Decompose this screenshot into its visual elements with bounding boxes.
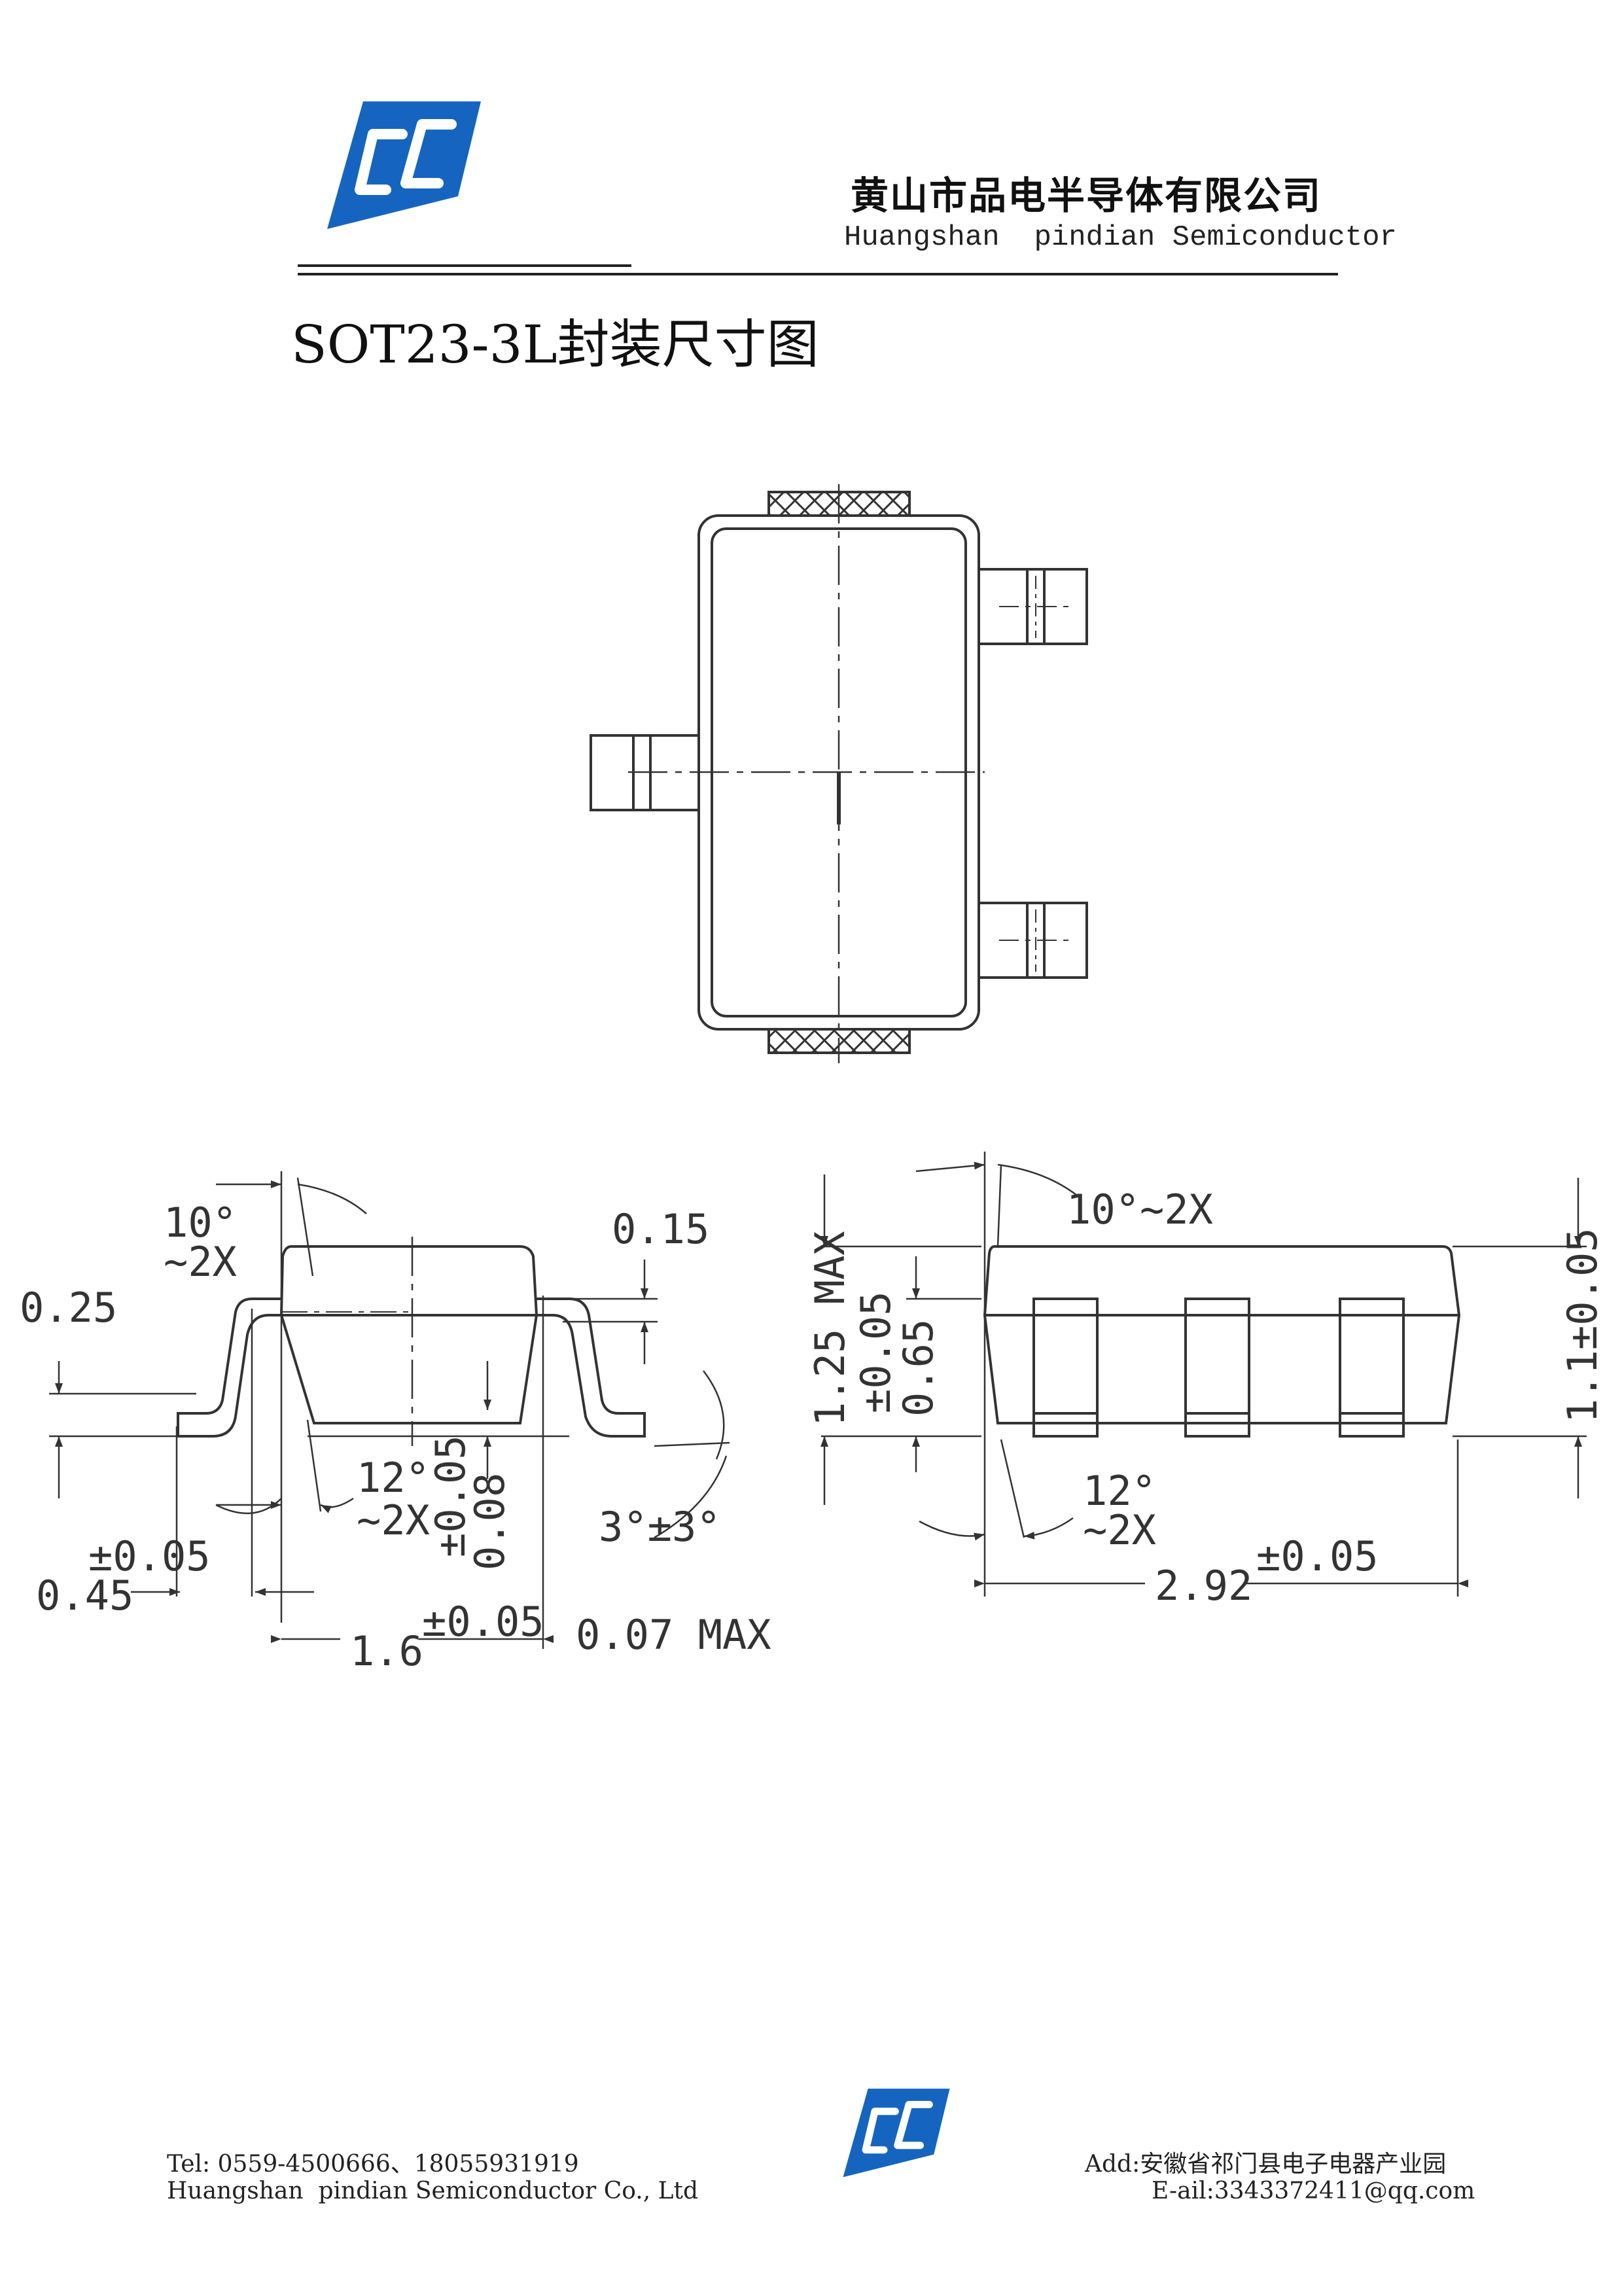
side-view-lead-right — [537, 1298, 646, 1438]
side-view-dimensions — [49, 1171, 730, 1649]
front-view-body — [983, 1245, 1461, 1424]
front-view-lead-3 — [1339, 1298, 1405, 1438]
side-lead-thickness-label: 0.25 — [20, 1284, 117, 1332]
front-bottom-angle-count-label: ~2X — [1083, 1506, 1156, 1554]
footer-company: Huangshan pindian Semiconductor Co., Ltd — [167, 2178, 699, 2204]
side-lead-angle-label: 10° — [164, 1199, 237, 1246]
side-view-lead-left — [177, 1298, 281, 1438]
top-view — [590, 484, 1088, 1063]
side-view-body — [279, 1245, 538, 1424]
side-foot-angle-label: 3°±3° — [599, 1503, 721, 1551]
side-foot-length-label: 0.45 — [36, 1572, 133, 1619]
front-view — [983, 1245, 1461, 1438]
front-view-labels: 10°~2X 1.25 MAX ±0.05 0.65 1.1±0.05 12° … — [806, 1186, 1606, 1610]
footer-tel: Tel: 0559-4500666、18055931919 — [167, 2151, 579, 2178]
side-body-angle-label: 12° — [357, 1454, 430, 1502]
header-rule-short — [298, 264, 631, 267]
side-body-top-offset-label: 0.15 — [612, 1205, 709, 1253]
side-body-angle-count-label: ~2X — [357, 1496, 430, 1544]
side-view — [177, 1237, 646, 1446]
front-lead-height-tol-label: ±0.05 — [852, 1291, 900, 1413]
header-rule-long — [298, 273, 1338, 275]
company-logo — [327, 101, 481, 229]
side-foot-tol-label: ±0.05 — [88, 1532, 211, 1580]
front-length-value-label: 2.92 — [1155, 1562, 1252, 1610]
front-length-tol-label: ±0.05 — [1256, 1532, 1379, 1580]
front-view-dimensions — [820, 1152, 1587, 1597]
side-standoff-tol-label: ±0.05 — [427, 1435, 474, 1557]
side-max-offset-label: 0.07 MAX — [576, 1611, 771, 1659]
front-body-height-label: 1.1±0.05 — [1559, 1227, 1606, 1423]
top-view-lead-right-1 — [978, 568, 1088, 645]
page-title: SOT23-3L封装尺寸图 — [291, 314, 819, 375]
company-name-cn: 黄山市品电半导体有限公司 — [851, 173, 1322, 218]
side-width-tol-label: ±0.05 — [422, 1598, 544, 1646]
side-view-labels: 10° ~2X 0.25 0.15 12° ~2X ±0.05 0.08 3°±… — [20, 1199, 771, 1675]
front-top-angle-label: 10°~2X — [1067, 1186, 1213, 1233]
front-view-lead-2 — [1184, 1298, 1250, 1438]
side-lead-angle-count-label: ~2X — [164, 1238, 237, 1286]
footer-email: E-ail:3343372411@qq.com — [1152, 2178, 1475, 2204]
footer-logo — [843, 2089, 950, 2178]
company-name-en: Huangshan pindian Semiconductor — [844, 221, 1397, 254]
front-height-max-label: 1.25 MAX — [806, 1231, 854, 1426]
side-standoff-label: 0.08 — [466, 1473, 514, 1570]
front-lead-height-label: 0.65 — [894, 1319, 942, 1417]
front-view-lead-1 — [1032, 1298, 1099, 1438]
top-view-lead-right-2 — [978, 902, 1088, 979]
side-width-value-label: 1.6 — [350, 1627, 423, 1675]
front-bottom-angle-label: 12° — [1083, 1467, 1156, 1515]
footer-address: Add:安徽省祁门县电子电器产业园 — [1085, 2151, 1447, 2178]
